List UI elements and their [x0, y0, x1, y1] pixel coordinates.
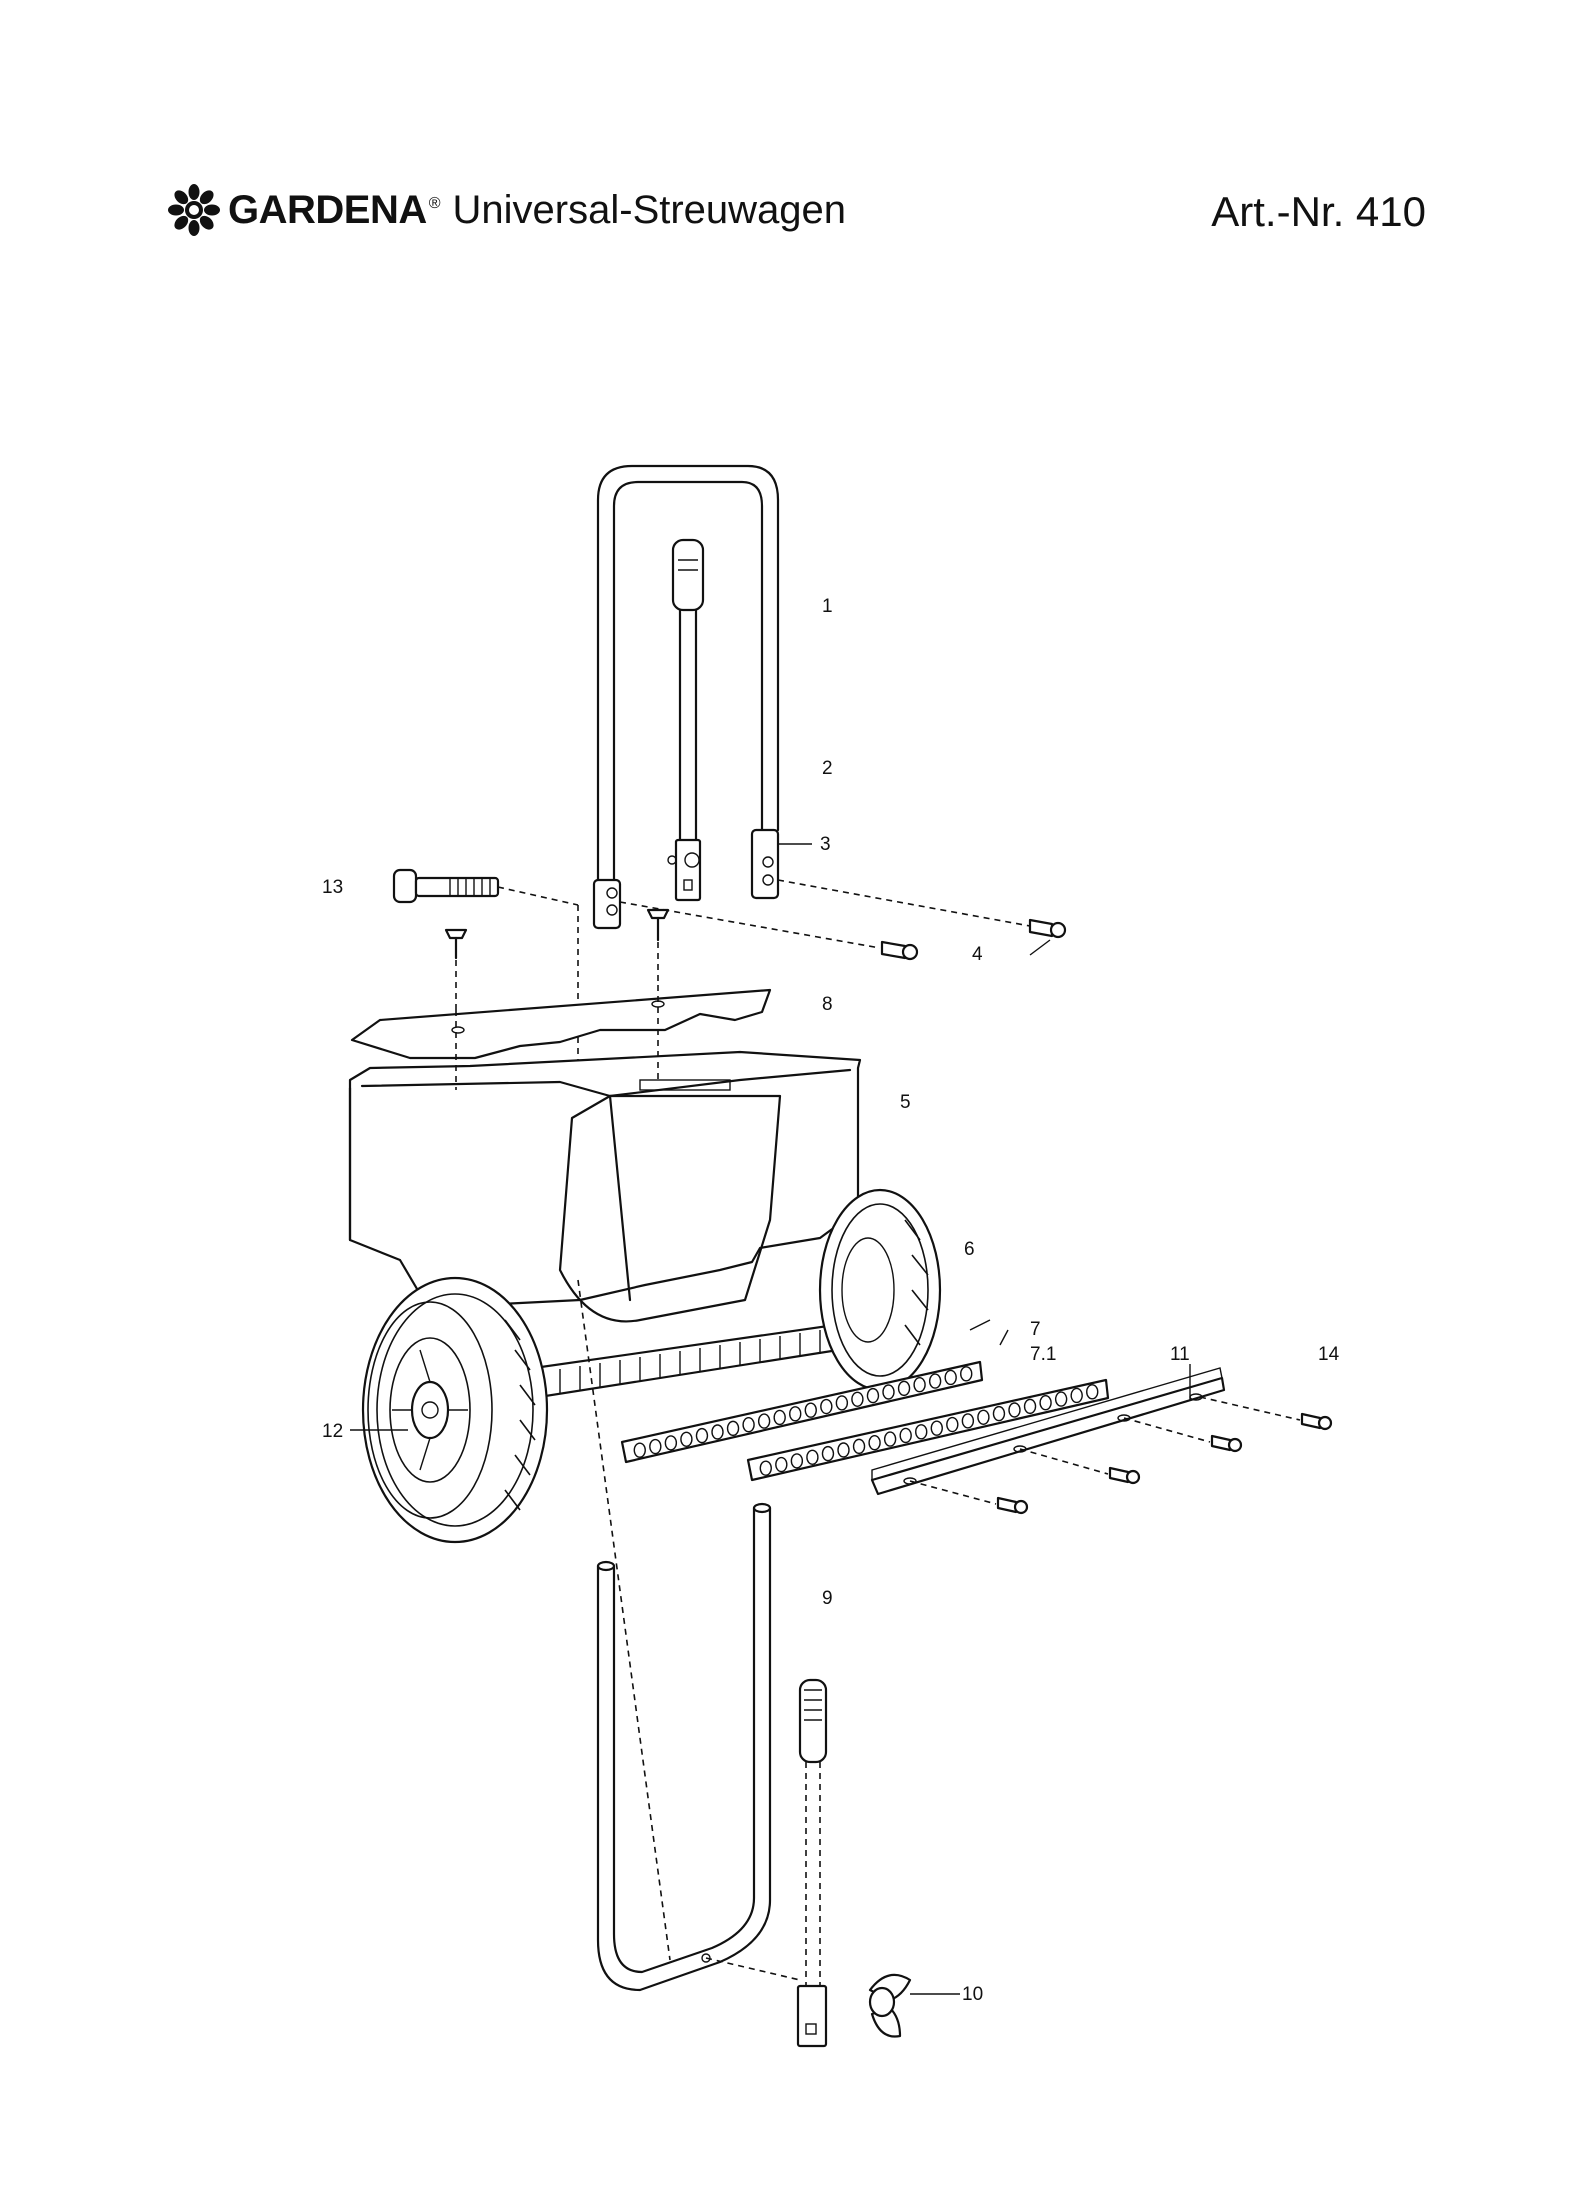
plate-hole	[868, 1435, 881, 1451]
plate-hole	[1054, 1391, 1068, 1407]
right-wheel	[818, 1188, 942, 1392]
article-number: Art.-Nr. 410	[1211, 188, 1426, 235]
brand-name: GARDENA	[228, 187, 427, 232]
wing-nut	[868, 1973, 960, 2038]
lower-frame	[577, 1279, 801, 1992]
upper-handle	[592, 464, 780, 930]
callout-label: 8	[822, 994, 833, 1015]
plate-hole	[804, 1402, 817, 1418]
plate-hole	[680, 1431, 693, 1447]
plate-hole	[977, 1409, 990, 1425]
rail-screws	[909, 1396, 1333, 1515]
plate-hole	[711, 1424, 724, 1440]
plate-hole	[1008, 1402, 1021, 1418]
plate-hole	[897, 1380, 911, 1397]
plate-hole	[789, 1406, 802, 1422]
callout-label: 14	[1318, 1344, 1340, 1365]
leader-lines	[350, 843, 1191, 1431]
plate-hole	[773, 1409, 786, 1426]
plate-hole	[1086, 1384, 1099, 1400]
plate-hole	[837, 1442, 850, 1458]
plate-hole	[852, 1438, 866, 1455]
callout-label: 5	[900, 1092, 911, 1113]
plate-hole	[928, 1373, 942, 1389]
plate-hole	[835, 1395, 849, 1411]
dosing-plate-alt	[746, 1378, 1110, 1482]
plate-hole	[649, 1438, 662, 1455]
plate-hole	[790, 1453, 804, 1469]
callout-label: 4	[972, 944, 983, 965]
plate-hole	[757, 1413, 771, 1429]
plate-hole	[913, 1377, 926, 1393]
callout-label: 2	[822, 758, 833, 779]
plate-hole	[633, 1442, 646, 1458]
plate-hole	[960, 1366, 973, 1382]
plate-hole	[883, 1431, 897, 1447]
brand-registered-mark: ®	[428, 195, 441, 212]
callout-label: 13	[322, 877, 343, 898]
plate-hole	[726, 1420, 740, 1437]
dosing-plate	[620, 1360, 984, 1464]
callout-label: 9	[822, 1588, 833, 1609]
plate-hole	[695, 1427, 709, 1444]
cover-plate	[350, 988, 772, 1060]
plate-hole	[944, 1369, 957, 1386]
angle-rail	[870, 1367, 1226, 1496]
plate-hole	[946, 1416, 959, 1433]
plate-hole	[806, 1449, 819, 1465]
callout-label: 3	[820, 834, 831, 855]
callout-label: 6	[964, 1239, 975, 1260]
plate-hole	[851, 1391, 864, 1407]
plate-hole	[992, 1405, 1006, 1422]
plate-hole	[1070, 1387, 1083, 1404]
callout-label: 1	[822, 596, 833, 617]
plate-hole	[866, 1387, 880, 1404]
plate-hole	[821, 1445, 835, 1462]
plate-hole	[899, 1427, 912, 1444]
adjustment-rod-upper	[667, 538, 705, 902]
adjustment-rod-lower	[796, 1678, 828, 2048]
header-brand: GARDENA® Universal-Streuwagen	[168, 184, 846, 236]
plate-hole	[882, 1384, 895, 1400]
plate-hole	[915, 1424, 928, 1440]
plate-hole	[961, 1413, 975, 1429]
product-title: Universal-Streuwagen	[452, 187, 847, 232]
callout-label: 10	[962, 1984, 983, 2005]
plate-hole	[775, 1456, 788, 1473]
callout-label: 11	[1170, 1344, 1190, 1365]
callout-label: 12	[322, 1421, 343, 1442]
hopper	[348, 985, 862, 1323]
plate-hole	[1023, 1398, 1037, 1415]
plate-hole	[664, 1435, 678, 1451]
plate-hole	[930, 1420, 943, 1436]
plate-hole	[742, 1417, 755, 1433]
axle-assembly	[518, 1318, 872, 1402]
callout-label: 7.1	[1030, 1344, 1056, 1365]
left-wheel	[361, 1276, 549, 1544]
plate-hole	[820, 1398, 833, 1415]
screws	[444, 879, 1067, 1010]
plate-hole	[759, 1460, 772, 1476]
gardena-logo-icon	[168, 184, 220, 236]
plate-hole	[1039, 1395, 1052, 1411]
callout-label: 7	[1030, 1319, 1041, 1340]
